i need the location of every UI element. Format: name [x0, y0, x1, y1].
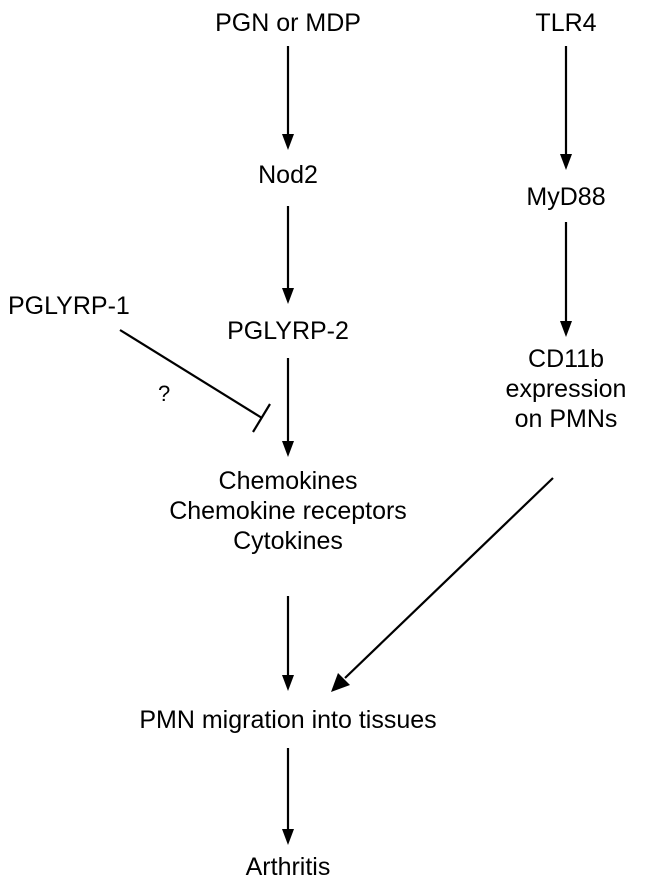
cd11b-line-1: CD11b: [528, 345, 604, 373]
mediator-chemokines: Chemokines: [218, 467, 358, 495]
node-myd88: MyD88: [526, 183, 606, 211]
edge-mediators-to-pmn-migration: [282, 596, 294, 691]
edge-pglyrp2-to-mediators: [282, 358, 294, 457]
node-pglyrp2: PGLYRP-2: [227, 317, 349, 345]
mediator-cytokines: Cytokines: [233, 527, 343, 555]
cd11b-line-3: on PMNs: [514, 405, 618, 433]
node-nod2: Nod2: [258, 161, 318, 189]
node-arthritis: Arthritis: [245, 853, 331, 881]
node-pgn-or-mdp: PGN or MDP: [215, 9, 361, 37]
mediator-chemokine-receptors: Chemokine receptors: [169, 497, 407, 525]
node-pglyrp1: PGLYRP-1: [8, 292, 130, 320]
edge-cd11b-to-pmn-migration: [331, 477, 554, 692]
node-pmn-migration: PMN migration into tissues: [139, 706, 437, 734]
edge-pgn-to-nod2: [282, 46, 294, 150]
edge-nod2-to-pglyrp2: [282, 206, 294, 304]
node-cd11b-expression: CD11b expression on PMNs: [506, 344, 627, 434]
edge-myd88-to-cd11b: [560, 222, 572, 337]
node-mediators: Chemokines Chemokine receptors Cytokines: [169, 466, 407, 556]
edge-tlr4-to-myd88: [560, 46, 572, 170]
edge-pmn-migration-to-arthritis: [282, 748, 294, 845]
node-tlr4: TLR4: [535, 9, 597, 37]
cd11b-line-2: expression: [505, 375, 627, 403]
edge-pglyrp1-inhibits-mediators: [119, 329, 271, 433]
inhibition-question-mark: ?: [158, 381, 171, 406]
